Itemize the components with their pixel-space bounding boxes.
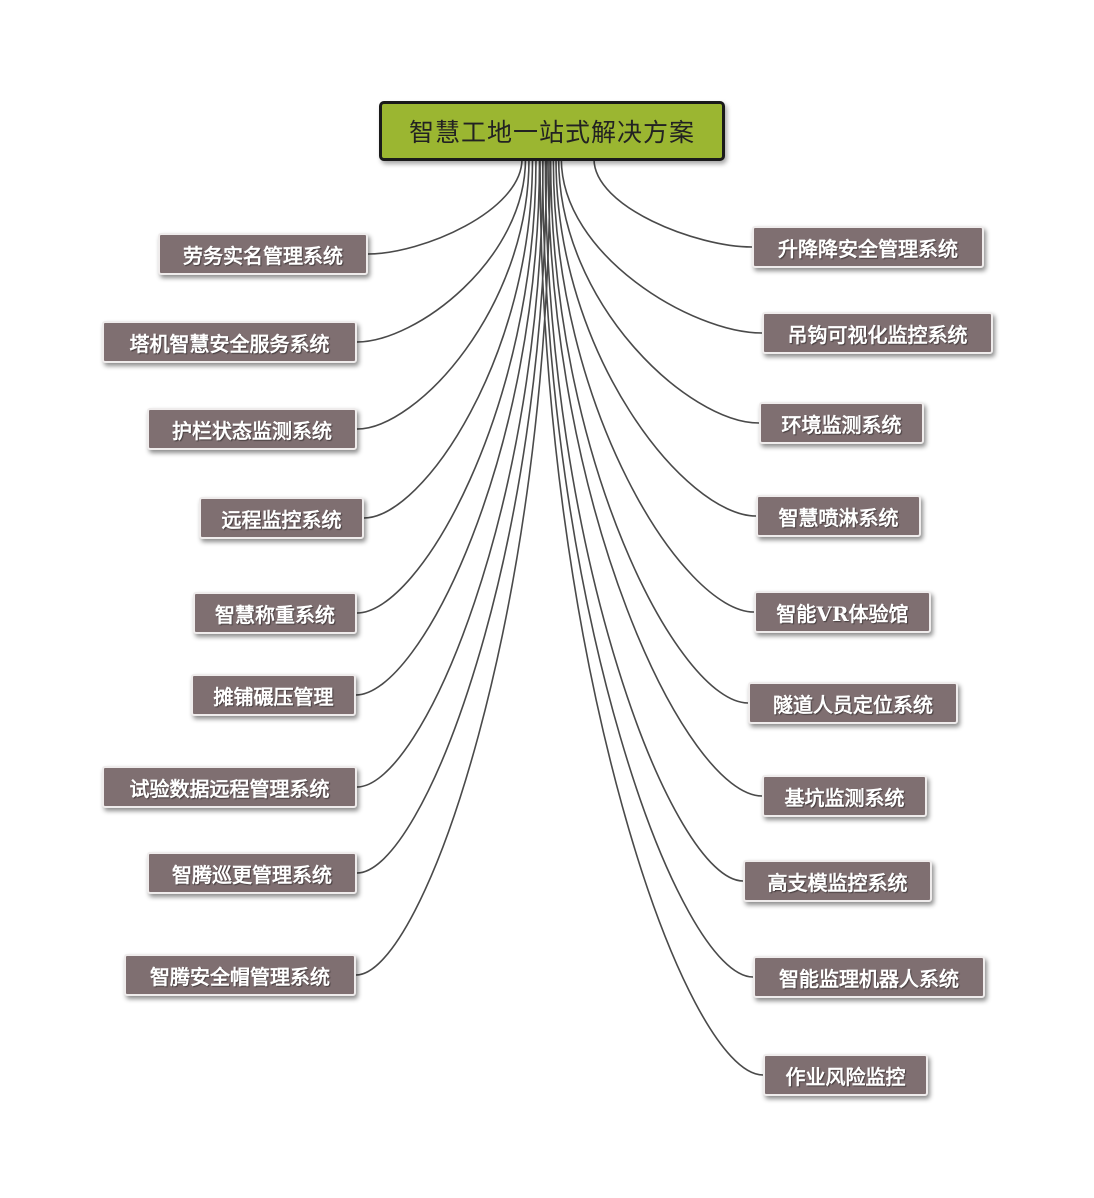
branch-node-label: 基坑监测系统 xyxy=(784,785,905,810)
connector-line xyxy=(547,158,763,797)
branch-node-right[interactable]: 智慧喷淋系统 xyxy=(756,495,921,537)
connector-line xyxy=(557,158,760,424)
connector-line xyxy=(355,158,541,696)
branch-node-right[interactable]: 作业风险监控 xyxy=(763,1054,928,1096)
connector-line xyxy=(555,158,757,517)
branch-node-label: 智腾巡更管理系统 xyxy=(172,862,332,887)
branch-node-label: 试验数据远程管理系统 xyxy=(129,776,330,801)
branch-node-left[interactable]: 劳务实名管理系统 xyxy=(158,233,368,275)
branch-node-left[interactable]: 智慧称重系统 xyxy=(193,592,357,634)
connector-line xyxy=(356,158,537,614)
connector-line xyxy=(541,158,754,978)
branch-node-label: 环境监测系统 xyxy=(781,412,902,437)
branch-node-right[interactable]: 环境监测系统 xyxy=(759,402,924,444)
branch-node-label: 智腾安全帽管理系统 xyxy=(150,964,330,989)
branch-node-right[interactable]: 吊钩可视化监控系统 xyxy=(762,312,993,354)
root-node[interactable]: 智慧工地一站式解决方案 xyxy=(379,101,725,161)
branch-node-label: 吊钩可视化监控系统 xyxy=(787,322,968,347)
connector-line xyxy=(560,158,763,334)
branch-node-left[interactable]: 远程监控系统 xyxy=(199,497,364,539)
branch-node-label: 劳务实名管理系统 xyxy=(183,243,343,268)
branch-node-right[interactable]: 升降降安全管理系统 xyxy=(752,226,984,268)
branch-node-right[interactable]: 智能VR体验馆 xyxy=(754,591,931,633)
connector-line xyxy=(367,158,523,255)
connector-line xyxy=(593,158,753,248)
connector-line xyxy=(356,158,530,430)
branch-node-left[interactable]: 摊铺碾压管理 xyxy=(191,674,356,716)
branch-node-label: 智能VR体验馆 xyxy=(776,601,909,626)
connector-line xyxy=(356,158,527,343)
branch-node-right[interactable]: 智能监理机器人系统 xyxy=(753,956,985,998)
branch-node-left[interactable]: 智腾巡更管理系统 xyxy=(147,852,357,894)
connector-line xyxy=(356,158,544,788)
branch-node-label: 塔机智慧安全服务系统 xyxy=(129,331,330,356)
branch-node-label: 远程监控系统 xyxy=(221,507,342,532)
branch-node-label: 智能监理机器人系统 xyxy=(779,966,959,991)
branch-node-label: 高支模监控系统 xyxy=(767,870,908,895)
connector-line xyxy=(544,158,744,882)
connector-line xyxy=(363,158,534,519)
branch-node-right[interactable]: 隧道人员定位系统 xyxy=(748,682,958,724)
connector-line xyxy=(539,158,764,1076)
connector-line xyxy=(355,158,551,976)
branch-node-label: 智慧喷淋系统 xyxy=(778,505,899,530)
branch-node-label: 智慧称重系统 xyxy=(215,602,335,627)
branch-node-label: 护栏状态监测系统 xyxy=(172,418,332,443)
connector-line xyxy=(356,158,548,874)
branch-node-label: 作业风险监控 xyxy=(785,1064,906,1089)
branch-node-left[interactable]: 智腾安全帽管理系统 xyxy=(124,954,356,996)
branch-node-right[interactable]: 高支模监控系统 xyxy=(743,860,932,902)
branch-node-label: 升降降安全管理系统 xyxy=(778,236,958,261)
branch-node-right[interactable]: 基坑监测系统 xyxy=(762,775,927,817)
root-node-label: 智慧工地一站式解决方案 xyxy=(408,118,695,147)
branch-node-label: 隧道人员定位系统 xyxy=(773,692,933,717)
branch-node-label: 摊铺碾压管理 xyxy=(213,684,334,709)
connector-line xyxy=(552,158,755,613)
connector-line xyxy=(549,158,749,704)
branch-node-left[interactable]: 塔机智慧安全服务系统 xyxy=(102,321,357,363)
branch-node-left[interactable]: 护栏状态监测系统 xyxy=(147,408,357,450)
branch-node-left[interactable]: 试验数据远程管理系统 xyxy=(102,766,357,808)
